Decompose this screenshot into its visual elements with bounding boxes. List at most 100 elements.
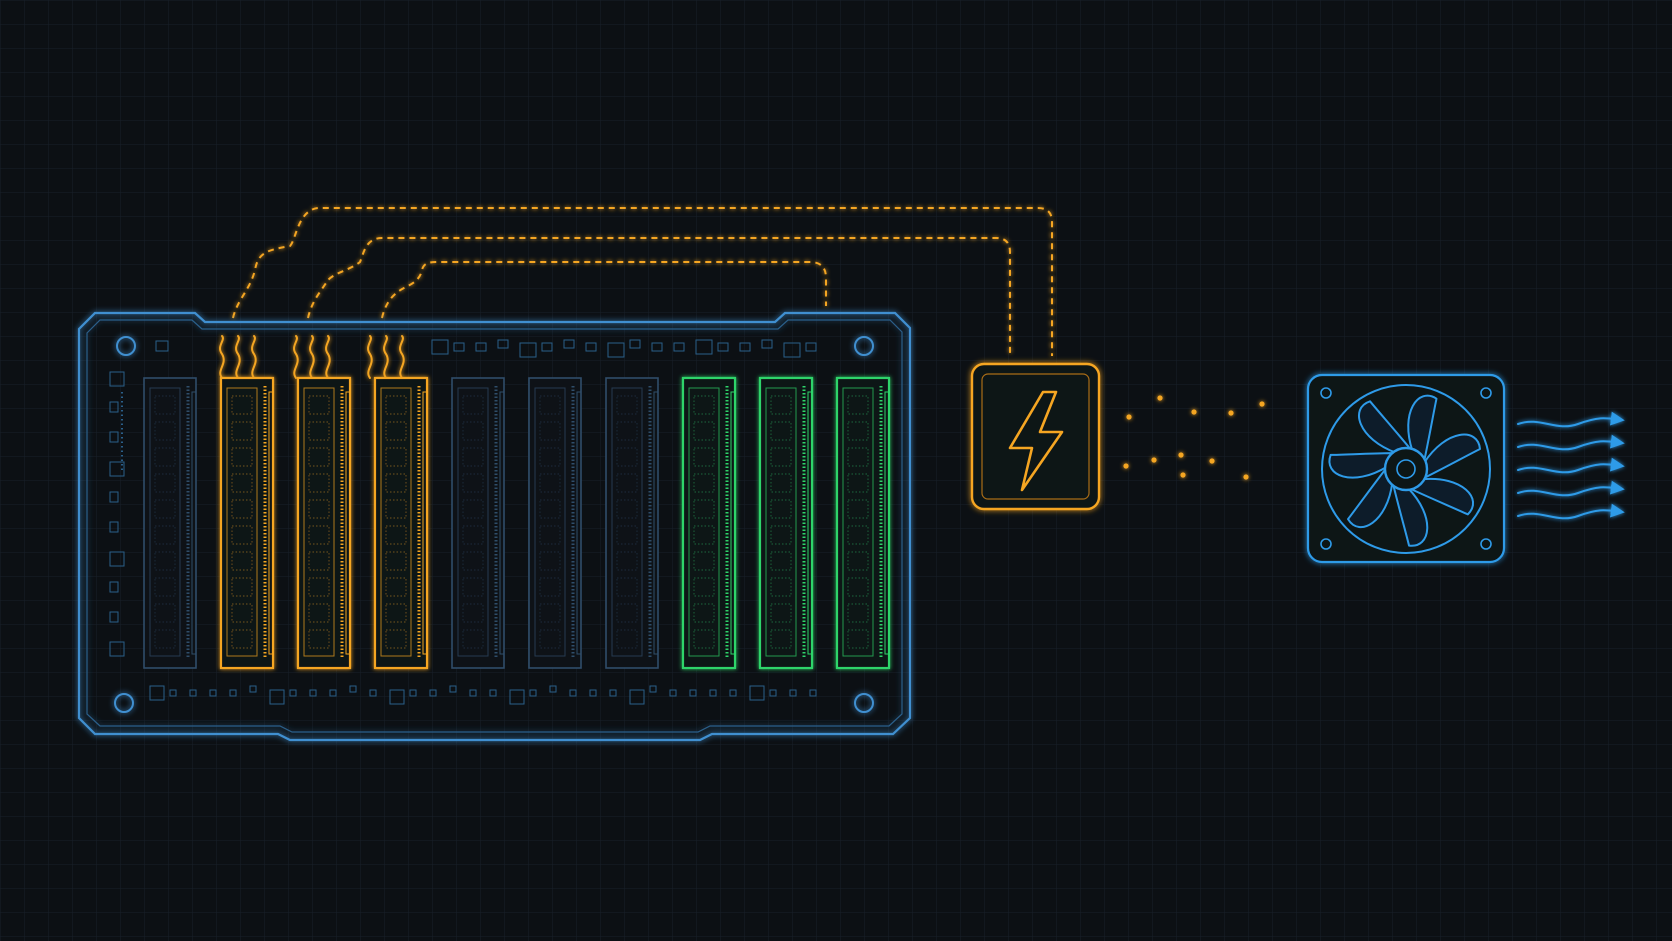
memory-slot-hot [373,376,429,670]
memory-slots [143,376,891,670]
mount-hole [854,693,874,713]
board-component [789,689,797,697]
memory-slot-ok [758,376,814,670]
board-component [629,689,645,705]
board-component [109,521,119,533]
heat-waves [219,335,405,379]
slot-module [534,387,566,657]
slot-module [457,387,489,657]
slot-chip [154,603,176,623]
slot-chip [385,499,407,519]
airflow-stream [1517,434,1625,451]
slot-chip [539,577,561,597]
board-component [109,491,119,503]
slot-chip [539,525,561,545]
slot-chip [308,577,330,597]
slot-chip [847,603,869,623]
slot-chip [385,421,407,441]
fan-screw [1320,387,1332,399]
slot-chip [154,395,176,415]
board-component [209,689,217,697]
heat-wave-icon [219,335,225,379]
energy-particles [1123,395,1265,480]
slot-chip [154,421,176,441]
board-component [585,342,597,352]
board-component [469,689,477,697]
memory-slot-idle [143,377,197,669]
board-component [689,689,697,697]
slot-chip [693,551,715,571]
slot-chip [154,525,176,545]
board-component [149,685,165,701]
fan-screw [1480,538,1492,550]
slot-chip [847,447,869,467]
slot-chip [616,447,638,467]
slot-chip [385,395,407,415]
slot-chip [847,577,869,597]
fan-blade [1392,485,1429,547]
fan-blade [1328,452,1393,479]
board-component [109,371,125,387]
slot-chip [385,525,407,545]
slot-chip [693,603,715,623]
slot-chip [385,629,407,649]
power-unit [970,362,1101,511]
slot-chip [693,525,715,545]
board-component [769,689,777,697]
board-component [429,689,437,697]
power-cable-3 [381,261,827,319]
board-component [269,689,285,705]
slot-chip [693,499,715,519]
slot-chip [231,499,253,519]
board-component [529,689,537,697]
energy-particle [1191,409,1197,415]
slot-chip [693,629,715,649]
slot-module [765,387,797,657]
slot-chip [693,473,715,493]
heat-wave-icon [293,335,299,379]
power-unit-inner [981,373,1090,500]
slot-chip [770,421,792,441]
board-component [109,461,125,477]
board-component [649,685,657,693]
slot-chip [385,551,407,571]
slot-chip [616,525,638,545]
slot-latch [884,391,890,655]
board-component [749,685,765,701]
board-component [289,689,297,697]
mount-hole [854,336,874,356]
slot-chip [539,395,561,415]
slot-chip [308,525,330,545]
board-component [609,689,617,697]
board-component [563,339,575,349]
power-cables [232,207,1053,356]
slot-chip [616,577,638,597]
slot-chip [539,421,561,441]
slot-chip [308,551,330,571]
mount-hole [116,336,136,356]
slot-chip [308,473,330,493]
slot-frame [835,376,891,670]
board-component [309,689,317,697]
slot-latch [730,391,736,655]
slot-latch [499,391,505,655]
fan-hub-center [1396,459,1416,479]
slot-chip [154,447,176,467]
slot-chip [385,577,407,597]
airflow-stream [1517,480,1625,497]
heat-wave-icon [235,335,241,379]
slot-chip [462,447,484,467]
slot-chip [693,577,715,597]
memory-board-icon [77,311,912,742]
slot-latch [653,391,659,655]
slot-chip [308,499,330,519]
fan-blade [1423,433,1481,478]
slot-chip [539,473,561,493]
slot-chip [616,395,638,415]
slot-chip [770,603,792,623]
board-component [155,340,169,352]
mount-hole [114,693,134,713]
board-component [329,689,337,697]
slot-chip [462,395,484,415]
energy-particle [1243,474,1249,480]
